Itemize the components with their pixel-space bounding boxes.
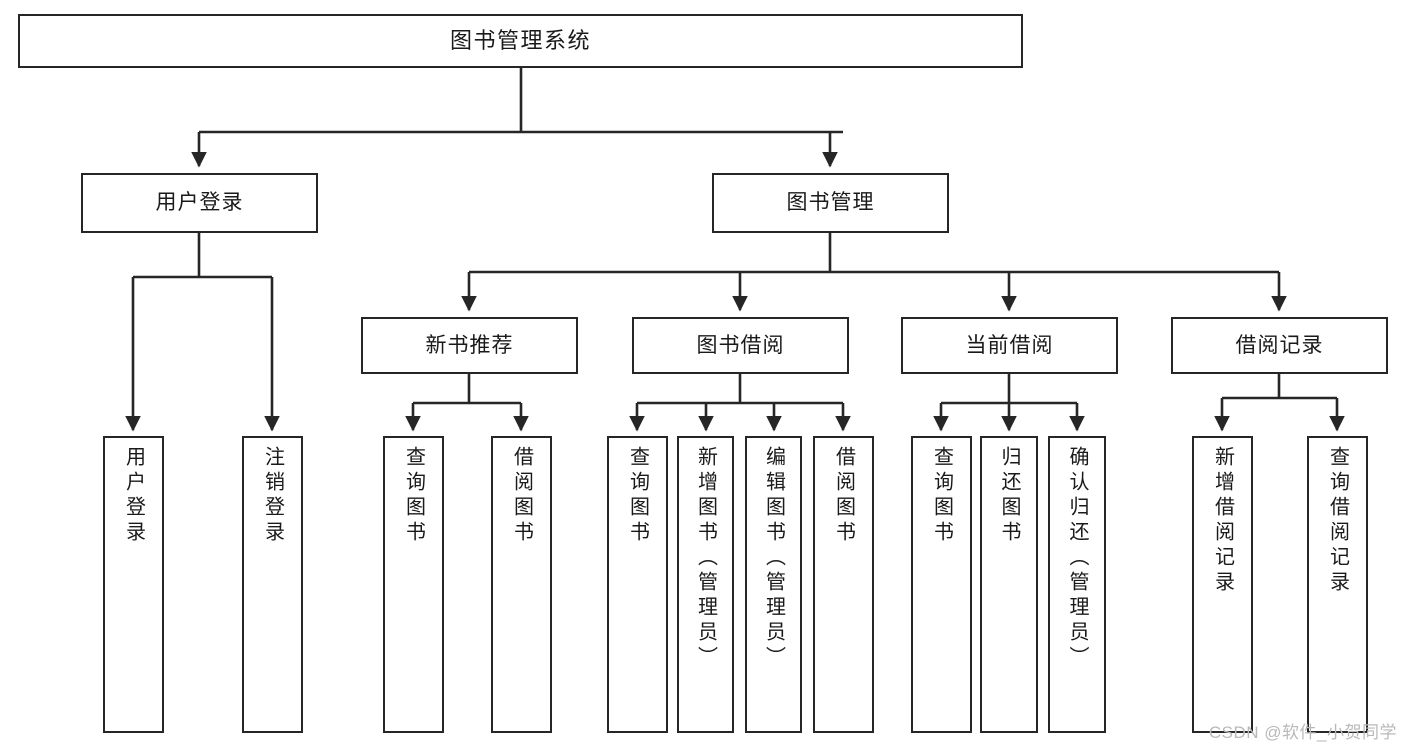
leaf-borrow-record-add[interactable]: 新增借阅记录 [1192,436,1253,733]
leaf-user-login-login[interactable]: 用户登录 [103,436,164,733]
node-label: 新增借阅记录 [1211,446,1234,596]
node-label: 图书借阅 [696,333,785,357]
leaf-book-borrow-edit[interactable]: 编辑图书（管理员） [745,436,802,733]
node-label: 归还图书 [998,446,1020,546]
node-root-system[interactable]: 图书管理系统 [18,14,1023,68]
node-borrow-record[interactable]: 借阅记录 [1171,317,1388,374]
node-label: 借阅记录 [1235,333,1324,357]
leaf-borrow-record-query[interactable]: 查询借阅记录 [1307,436,1368,733]
node-user-login[interactable]: 用户登录 [81,173,318,233]
node-label: 用户登录 [122,446,145,546]
node-label: 查询图书 [930,446,953,546]
node-label: 注销登录 [261,446,284,546]
node-current-borrow[interactable]: 当前借阅 [901,317,1118,374]
node-label: 图书管理 [786,191,875,215]
leaf-book-borrow-borrow[interactable]: 借阅图书 [813,436,874,733]
node-new-book-recommend[interactable]: 新书推荐 [361,317,578,374]
node-label: 用户登录 [155,191,244,215]
node-label: 新增图书（管理员） [694,446,717,671]
node-label: 确认归还（管理员） [1066,446,1088,671]
node-label: 当前借阅 [965,333,1054,357]
node-label: 新书推荐 [425,333,514,357]
csdn-watermark: CSDN @软件_小贺同学 [1208,723,1397,742]
node-book-borrow[interactable]: 图书借阅 [632,317,849,374]
node-label: 编辑图书（管理员） [762,446,785,671]
leaf-book-borrow-add[interactable]: 新增图书（管理员） [677,436,734,733]
leaf-current-borrow-query[interactable]: 查询图书 [911,436,972,733]
node-label: 查询借阅记录 [1326,446,1349,596]
node-label: 借阅图书 [832,446,855,546]
node-label: 查询图书 [402,446,425,546]
leaf-new-book-borrow[interactable]: 借阅图书 [491,436,552,733]
leaf-current-borrow-confirm-return[interactable]: 确认归还（管理员） [1048,436,1106,733]
leaf-user-login-logout[interactable]: 注销登录 [242,436,303,733]
leaf-current-borrow-return[interactable]: 归还图书 [980,436,1038,733]
leaf-book-borrow-query[interactable]: 查询图书 [607,436,668,733]
node-label: 借阅图书 [510,446,533,546]
node-label: 图书管理系统 [449,27,591,53]
node-book-management[interactable]: 图书管理 [712,173,949,233]
leaf-new-book-query[interactable]: 查询图书 [383,436,444,733]
node-label: 查询图书 [626,446,649,546]
